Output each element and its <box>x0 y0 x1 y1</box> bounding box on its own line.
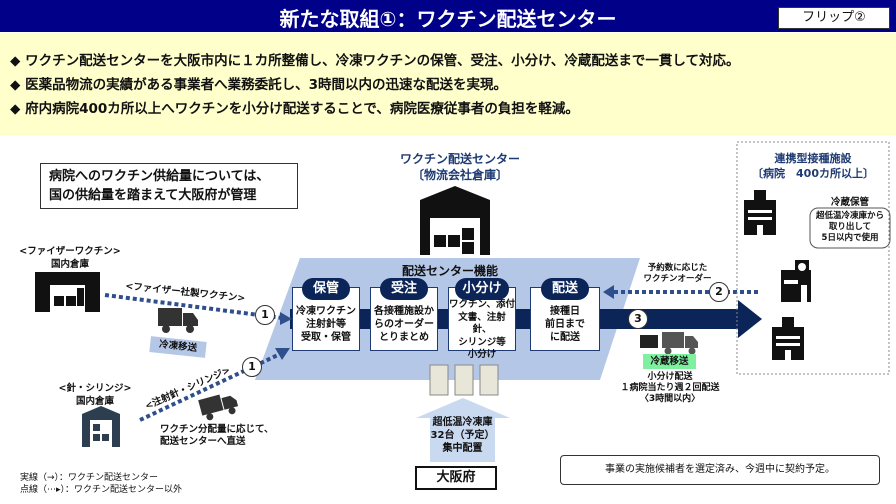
center-title: ワクチン配送センター <box>399 152 520 166</box>
hospital-icon <box>772 317 804 360</box>
legend: 実線（→）：ワクチン配送センター 点線（⋯▸）：ワクチン配送センター以外 <box>20 472 182 496</box>
storage-title: 冷蔵保管 <box>830 197 869 208</box>
center-subtitle: 〔物流会社倉庫〕 <box>411 168 508 182</box>
truck-icon <box>158 308 198 333</box>
freezer-icon <box>429 364 499 396</box>
hospitals-title: 連携型接種施設 <box>774 152 852 165</box>
truck-icon <box>198 394 239 421</box>
header-bar <box>0 0 896 32</box>
refrigerated-transport-label: 冷蔵移送 <box>643 354 696 369</box>
step-3-badge: 3 <box>628 309 648 329</box>
step-1-badge: 1 <box>255 305 275 325</box>
order-label: 予約数に応じたワクチンオーダー <box>643 263 712 284</box>
note-line: 病院へのワクチン供給量については、 <box>49 169 270 184</box>
footer-note-box: 事業の実施候補者を選定済み、今週中に契約予定。 <box>560 455 880 485</box>
pfizer-warehouse-label: 国内倉庫 <box>50 259 89 270</box>
flip-label: フリップ② <box>778 7 890 29</box>
legend-dotted: 点線（⋯▸）：ワクチン配送センター以外 <box>20 485 183 495</box>
freezer-up-arrow <box>416 398 510 462</box>
pfizer-route-line <box>104 293 283 320</box>
function-label-split: 小分け <box>455 278 509 300</box>
truck-icon <box>662 332 698 355</box>
note-line: 国の供給量を踏まえて大阪府が管理 <box>49 188 257 203</box>
summary-panel: ◆ ワクチン配送センターを大阪市内に１カ所整備し、冷凍ワクチンの保管、受注、小分… <box>0 33 896 135</box>
function-label-storage: 保管 <box>302 278 350 300</box>
summary-bullet: ◆ 府内病院400カ所以上へワクチンを小分け配送することで、病院医療従事者の負担… <box>10 101 579 117</box>
step-2-badge: 2 <box>709 282 729 302</box>
function-box-storage: 冷凍ワクチン注射針等受取・保管 <box>292 287 360 351</box>
summary-bullet: ◆ 医薬品物流の実績がある事業者へ業務委託し、3時間以内の迅速な配送を実現。 <box>10 77 507 93</box>
syringe-warehouse-label: 国内倉庫 <box>75 396 114 407</box>
hospitals-subtitle: 〔病院 400カ所以上〕 <box>752 167 874 180</box>
warehouse-icon <box>420 186 490 255</box>
hospital-icon <box>744 190 776 235</box>
summary-bullet: ◆ ワクチン配送センターを大阪市内に１カ所整備し、冷凍ワクチンの保管、受注、小分… <box>10 53 740 69</box>
hospital-area-border <box>736 141 890 375</box>
storage-bracket <box>809 207 891 249</box>
pfizer-label: <ファイザーワクチン> <box>19 246 121 257</box>
hospital-icon <box>781 260 811 302</box>
syringe-note: ワクチン分配量に応じて、配送センターへ直送 <box>160 424 274 447</box>
page-title: 新たな取組①：ワクチン配送センター <box>279 7 617 31</box>
legend-solid: 実線（→）：ワクチン配送センター <box>20 473 159 483</box>
pfizer-warehouse-icon <box>35 272 100 312</box>
functions-title: 配送センター機能 <box>401 264 498 278</box>
main-delivery-arrowhead <box>738 300 762 338</box>
cooler-box-icon <box>640 335 658 348</box>
step-1-badge: 1 <box>242 357 262 377</box>
osaka-pref-box: 大阪府 <box>415 466 497 490</box>
syringe-warehouse-icon <box>82 406 120 447</box>
syringe-label: <針・シリンジ> <box>58 383 132 394</box>
function-label-order: 受注 <box>380 278 428 300</box>
supply-note-box: 病院へのワクチン供給量については、 国の供給量を踏まえて大阪府が管理 <box>40 163 298 209</box>
function-label-delivery: 配送 <box>541 278 589 300</box>
